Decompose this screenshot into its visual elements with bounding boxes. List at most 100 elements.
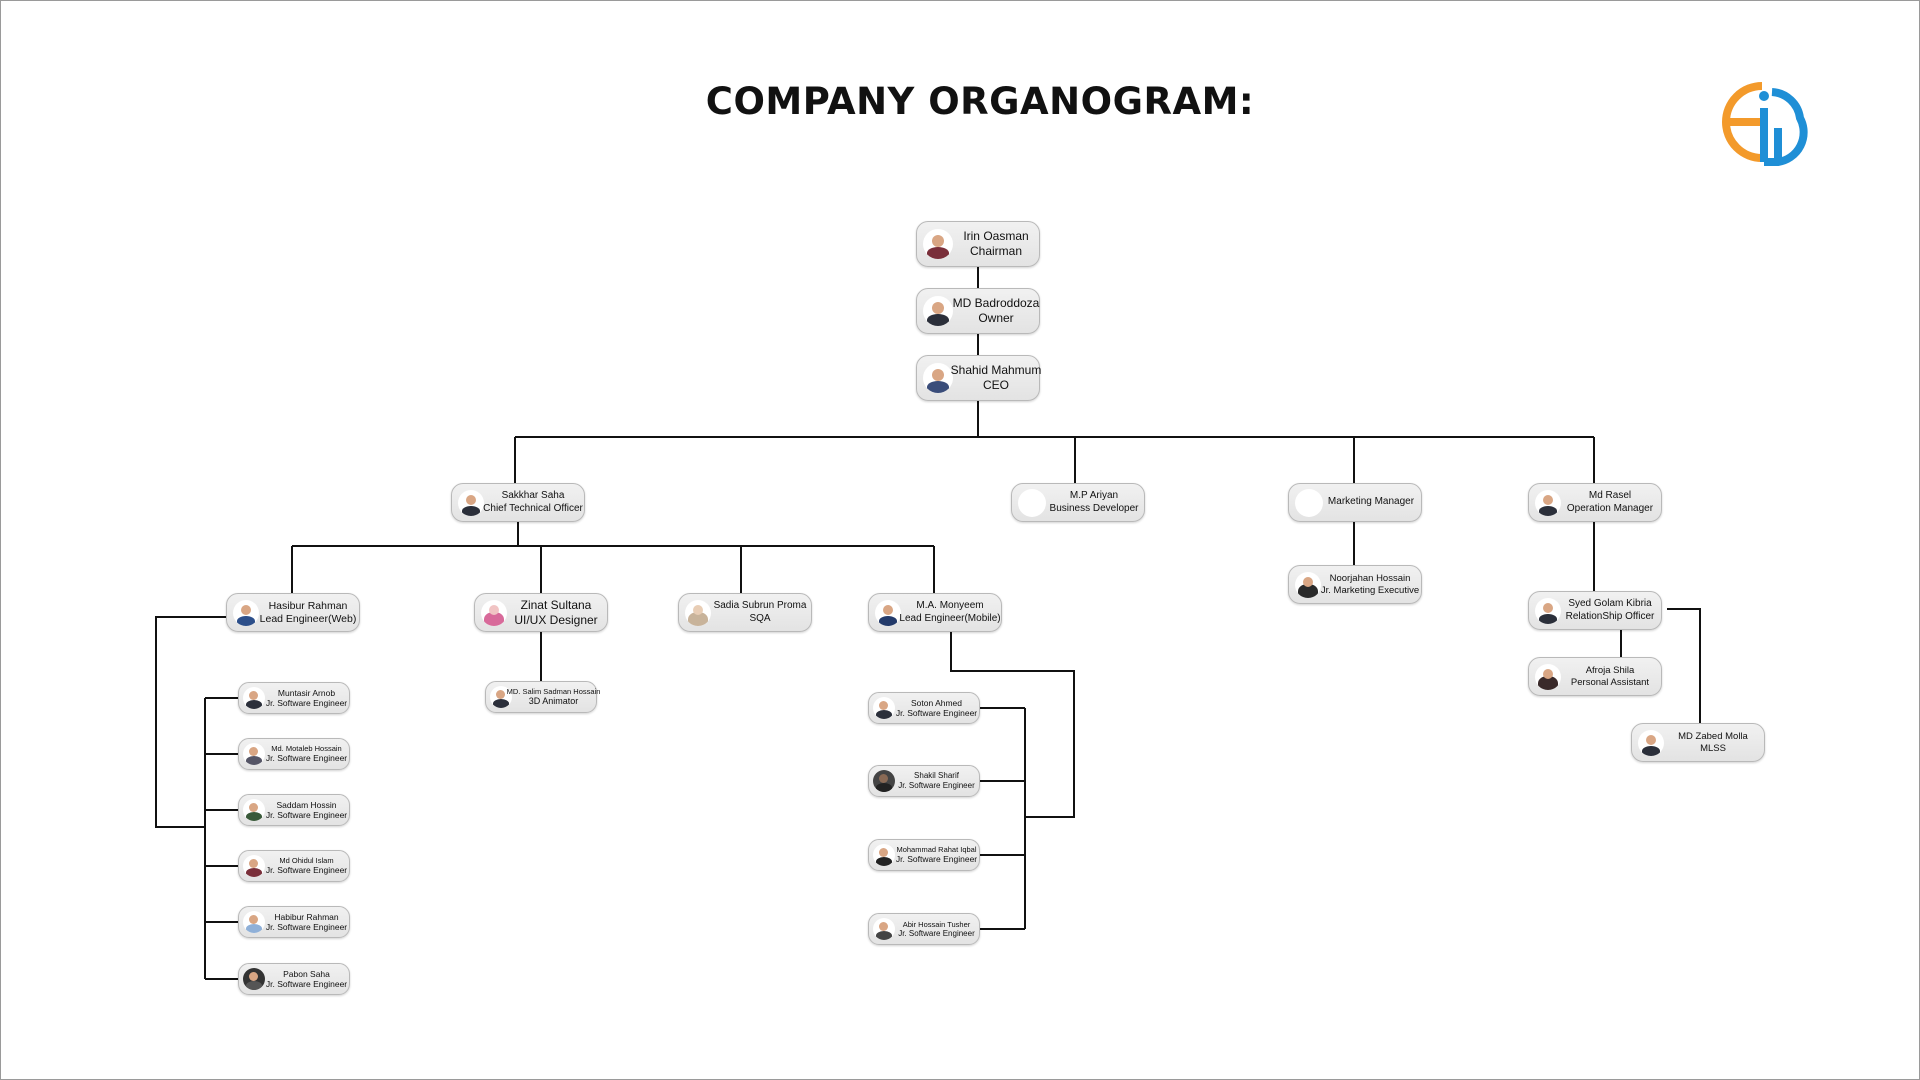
org-node-mlss[interactable]: MD Zabed Molla MLSS [1631,723,1765,762]
org-node-jr-marketing[interactable]: Noorjahan Hossain Jr. Marketing Executiv… [1288,565,1422,604]
org-node-mobile-jr-2[interactable]: Shakil Sharif Jr. Software Engineer [868,765,980,797]
node-role: Jr. Software Engineer [898,928,975,938]
avatar [923,296,953,326]
node-role: MLSS [1700,742,1726,754]
node-name: Irin Oasman [963,229,1029,244]
avatar [685,599,711,626]
node-name: Soton Ahmed [910,697,963,708]
node-role: Jr. Marketing Executive [1320,584,1420,596]
org-node-lead-mobile[interactable]: M.A. Monyeem Lead Engineer(Mobile) [868,593,1002,632]
node-role: Jr. Software Engineer [265,810,348,820]
org-node-business-developer[interactable]: M.P Ariyan Business Developer [1011,483,1145,522]
avatar [243,855,265,877]
node-name: Abir Hossain Tusher [902,919,971,929]
node-name: Marketing Manager [1327,496,1415,508]
org-node-chairman[interactable]: Irin Oasman Chairman [916,221,1040,267]
avatar [923,363,953,393]
org-node-owner[interactable]: MD Badroddoza Owner [916,288,1040,334]
node-role: 3D Animator [528,696,579,707]
node-name: Sakkhar Saha [501,490,565,502]
avatar [873,770,895,792]
avatar [873,844,895,866]
org-node-web-jr-6[interactable]: Pabon Saha Jr. Software Engineer [238,963,350,995]
org-node-mobile-jr-1[interactable]: Soton Ahmed Jr. Software Engineer [868,692,980,724]
page-title: COMPANY ORGANOGRAM: [705,80,1255,123]
org-node-3d-animator[interactable]: MD. Salim Sadman Hossain 3D Animator [485,681,600,713]
org-node-web-jr-3[interactable]: Saddam Hossin Jr. Software Engineer [238,794,350,826]
node-role: Jr. Software Engineer [895,854,978,865]
avatar [1638,729,1664,756]
node-role: Chief Technical Officer [483,502,583,514]
node-name: MD Badroddoza [952,296,1040,311]
org-node-sqa[interactable]: Sadia Subrun Proma SQA [678,593,812,632]
node-role: Jr. Software Engineer [265,865,348,876]
org-node-personal-assistant[interactable]: Afroja Shila Personal Assistant [1528,657,1662,696]
node-name: MD Zabed Molla [1678,730,1748,742]
avatar-placeholder [1295,488,1323,517]
node-name: Shahid Mahmum [950,363,1042,378]
node-role: CEO [982,378,1009,392]
org-node-mobile-jr-4[interactable]: Abir Hossain Tusher Jr. Software Enginee… [868,913,980,945]
node-role: Owner [978,311,1014,325]
node-name: Zinat Sultana [520,597,592,612]
node-name: Noorjahan Hossain [1329,572,1411,584]
node-role: Lead Engineer(Web) [259,612,357,625]
avatar-placeholder [1018,488,1046,517]
node-role: Chairman [969,244,1023,258]
node-role: Jr. Software Engineer [898,781,975,790]
node-name: Sadia Subrun Proma [713,600,807,612]
avatar [243,911,265,933]
node-name: Md. Motaleb Hossain [271,744,342,754]
node-name: Md Rasel [1588,490,1632,502]
node-role: Business Developer [1049,502,1139,514]
avatar [243,799,265,821]
avatar [875,599,901,626]
org-node-lead-web[interactable]: Hasibur Rahman Lead Engineer(Web) [226,593,360,632]
avatar [243,968,265,990]
node-role: Personal Assistant [1570,676,1650,688]
node-name: Afroja Shila [1585,664,1635,676]
avatar [243,687,265,709]
node-name: Saddam Hossin [276,799,337,810]
node-name: Hasibur Rahman [268,599,348,612]
org-node-web-jr-1[interactable]: Muntasir Arnob Jr. Software Engineer [238,682,350,714]
node-name: Muntasir Arnob [277,687,336,698]
node-name: Syed Golam Kibria [1568,598,1652,610]
org-node-web-jr-4[interactable]: Md Ohidul Islam Jr. Software Engineer [238,850,350,882]
node-role: RelationShip Officer [1565,610,1655,622]
avatar [490,686,512,708]
org-node-uiux-designer[interactable]: Zinat Sultana UI/UX Designer [474,593,608,632]
node-role: Jr. Software Engineer [265,922,348,932]
org-node-web-jr-2[interactable]: Md. Motaleb Hossain Jr. Software Enginee… [238,738,350,770]
node-name: Md Ohidul Islam [279,856,334,866]
node-role: UI/UX Designer [514,612,598,627]
avatar [873,918,895,940]
avatar [458,489,484,516]
node-name: M.A. Monyeem [916,600,984,612]
avatar [243,743,265,765]
avatar [233,599,259,626]
node-name: Shakil Sharif [914,771,959,781]
avatar [1535,663,1561,690]
avatar [873,697,895,719]
node-role: Jr. Software Engineer [265,979,348,989]
org-node-mobile-jr-3[interactable]: Mohammad Rahat Iqbal Jr. Software Engine… [868,839,980,871]
node-role: SQA [749,612,771,624]
org-node-web-jr-5[interactable]: Habibur Rahman Jr. Software Engineer [238,906,350,938]
node-role: Lead Engineer(Mobile) [899,612,1001,624]
avatar [1295,571,1321,598]
org-node-ceo[interactable]: Shahid Mahmum CEO [916,355,1042,401]
org-node-marketing-manager[interactable]: Marketing Manager [1288,483,1422,522]
avatar [481,599,507,626]
avatar [923,229,953,259]
node-name: Pabon Saha [283,968,330,979]
avatar [1535,597,1561,624]
org-node-cto[interactable]: Sakkhar Saha Chief Technical Officer [451,483,585,522]
node-role: Jr. Software Engineer [265,753,348,764]
org-node-operation-manager[interactable]: Md Rasel Operation Manager [1528,483,1662,522]
org-node-relationship-officer[interactable]: Syed Golam Kibria RelationShip Officer [1528,591,1662,630]
node-role: Jr. Software Engineer [895,708,978,718]
avatar [1535,489,1561,516]
node-name: Mohammad Rahat Iqbal [896,845,977,855]
